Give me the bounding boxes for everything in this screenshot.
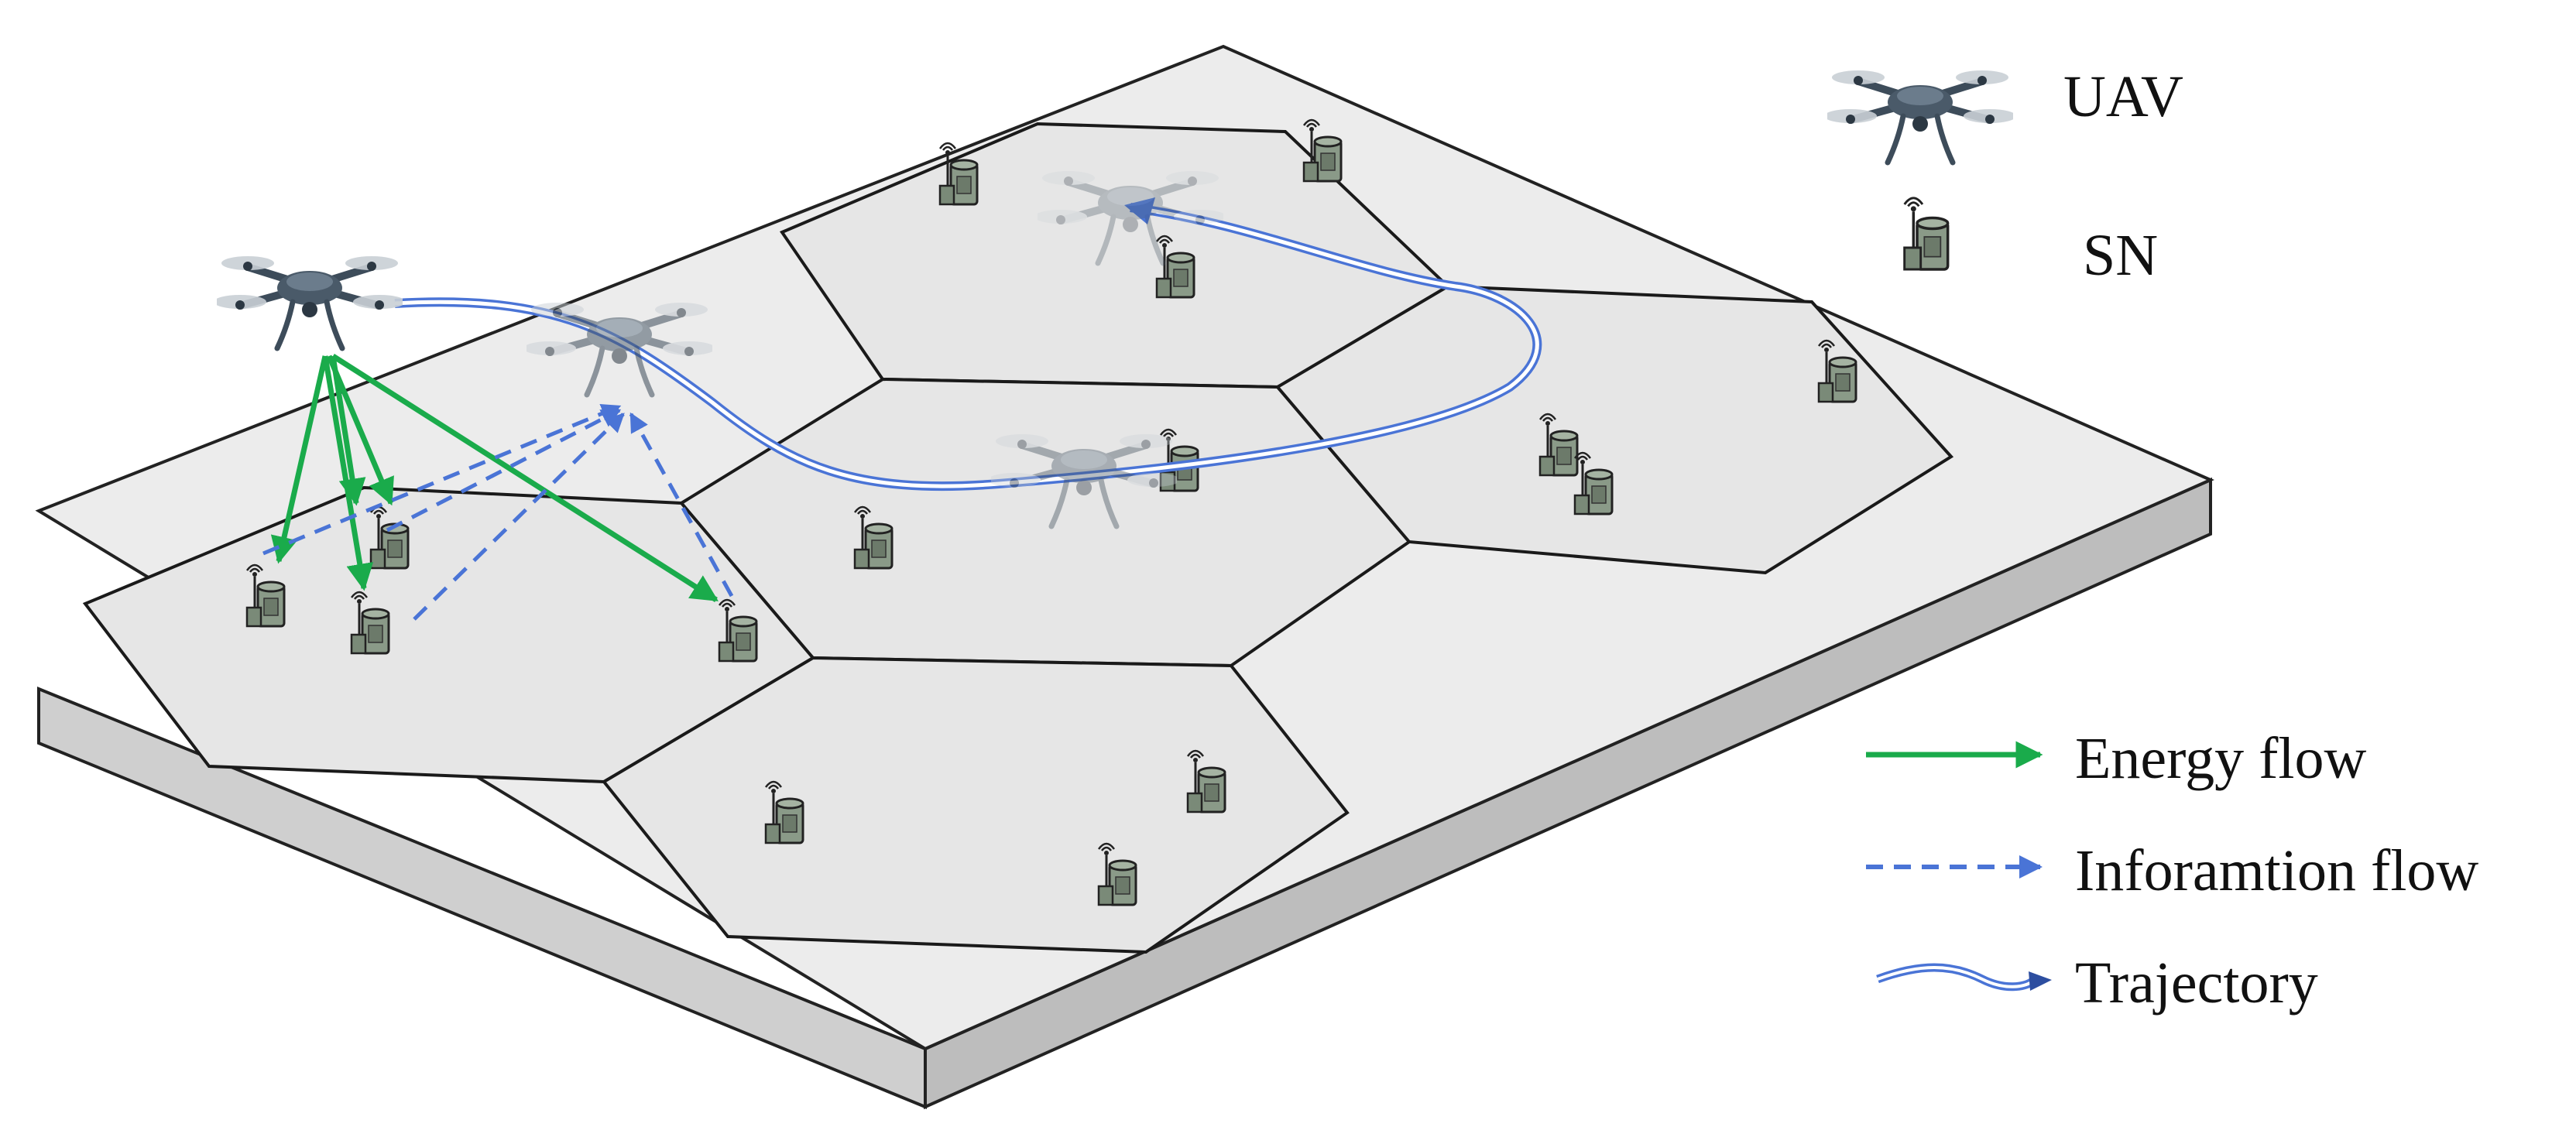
legend-sn-label: SN — [2083, 223, 2158, 288]
legend-trajectory-label: Trajectory — [2075, 950, 2318, 1016]
legend-uav-label: UAV — [2063, 64, 2183, 129]
cell-bottom — [602, 656, 1350, 954]
legend-trajectory-inner — [1877, 966, 2034, 988]
hex-cells — [82, 122, 1954, 954]
quadcopter-drone-icon — [1824, 70, 2016, 163]
information-flows — [262, 404, 734, 621]
legend-trajectory-arrowhead — [2029, 971, 2052, 991]
quadcopter-drone-icon — [214, 256, 406, 348]
energy-flows — [270, 354, 719, 602]
legend-info-label: Inforamtion flow — [2075, 838, 2478, 903]
legend-energy-label: Energy flow — [2075, 726, 2367, 791]
legend: UAV SN Energy flow Inforamtion flow Traj… — [1824, 64, 2478, 1016]
sensor-node-icon — [1902, 197, 1950, 271]
